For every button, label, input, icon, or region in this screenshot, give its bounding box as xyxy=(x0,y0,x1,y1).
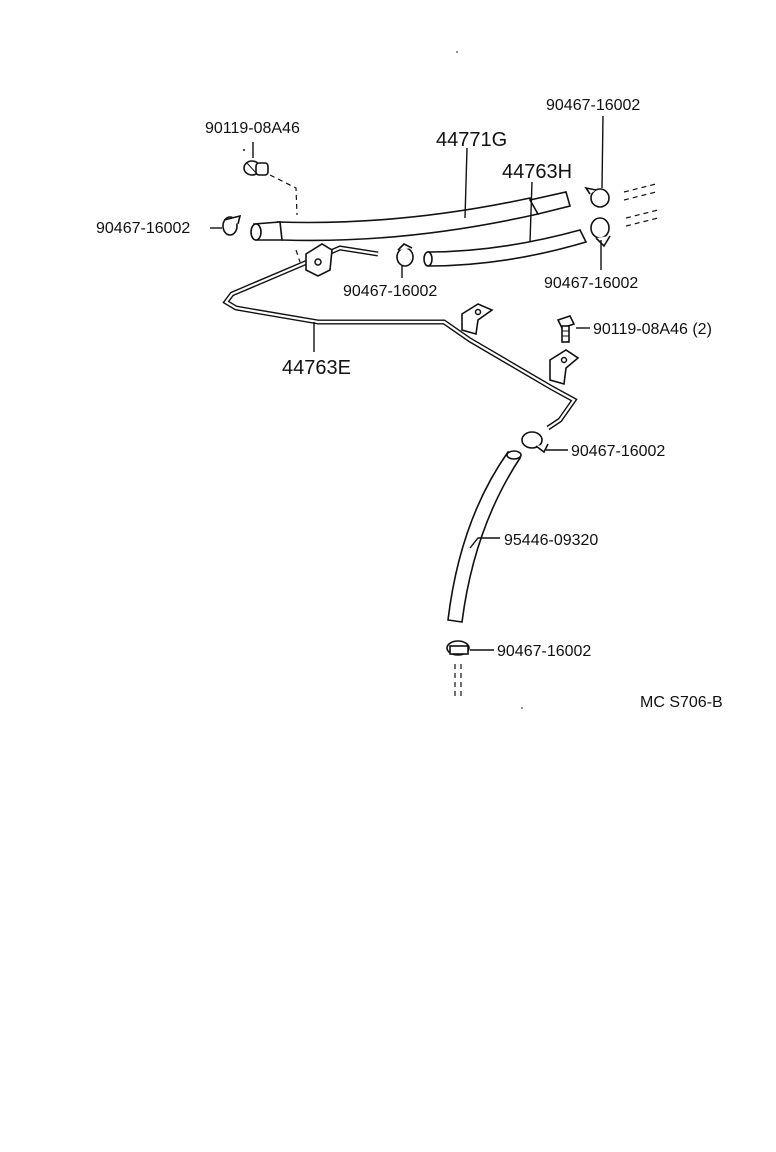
bolt-top xyxy=(243,160,269,176)
clamp-left xyxy=(222,214,242,236)
speck xyxy=(243,149,245,151)
label-clamp-middle: 90467-16002 xyxy=(343,283,437,300)
speck xyxy=(521,707,523,709)
label-clamp-right-lower: 90467-16002 xyxy=(544,275,638,292)
clamp-bottom xyxy=(446,640,470,656)
clamp-top-right xyxy=(584,186,610,208)
pipe-bracket-1 xyxy=(461,303,494,336)
label-hose-main: 44771G xyxy=(436,129,507,151)
leader-hose-main xyxy=(464,147,468,219)
hose-second xyxy=(423,229,588,267)
clamp-right-lower xyxy=(590,217,611,248)
label-bolt-right: 90119-08A46 (2) xyxy=(593,321,712,338)
dash-right-lower xyxy=(625,209,659,227)
label-clamp-pipe-end: 90467-16002 xyxy=(571,443,665,460)
label-clamp-bottom: 90467-16002 xyxy=(497,643,591,660)
clamp-middle xyxy=(396,243,414,267)
bolt-top-dash xyxy=(269,174,298,216)
label-hose-long: 95446-09320 xyxy=(504,532,598,549)
label-clamp-left: 90467-16002 xyxy=(96,220,190,237)
label-bolt-top: 90119-08A46 xyxy=(205,120,300,137)
dash-right-upper xyxy=(623,183,657,201)
diagram-code: MC S706-B xyxy=(640,694,723,711)
label-hose-second: 44763H xyxy=(502,161,572,183)
pipe-bracket-2 xyxy=(549,349,580,386)
dash-bottom xyxy=(454,664,462,696)
leader-hose-long xyxy=(469,537,500,549)
label-pipe: 44763E xyxy=(282,357,351,379)
label-clamp-top-right: 90467-16002 xyxy=(546,97,640,114)
leader-hose-second xyxy=(529,181,533,243)
hose-main xyxy=(250,191,571,242)
speck xyxy=(456,51,458,53)
hose-long xyxy=(447,450,522,623)
bolt-right xyxy=(556,315,576,343)
pipe xyxy=(222,243,578,431)
leader-clamp-top-right xyxy=(601,115,604,189)
clamp-pipe-end xyxy=(521,431,549,454)
